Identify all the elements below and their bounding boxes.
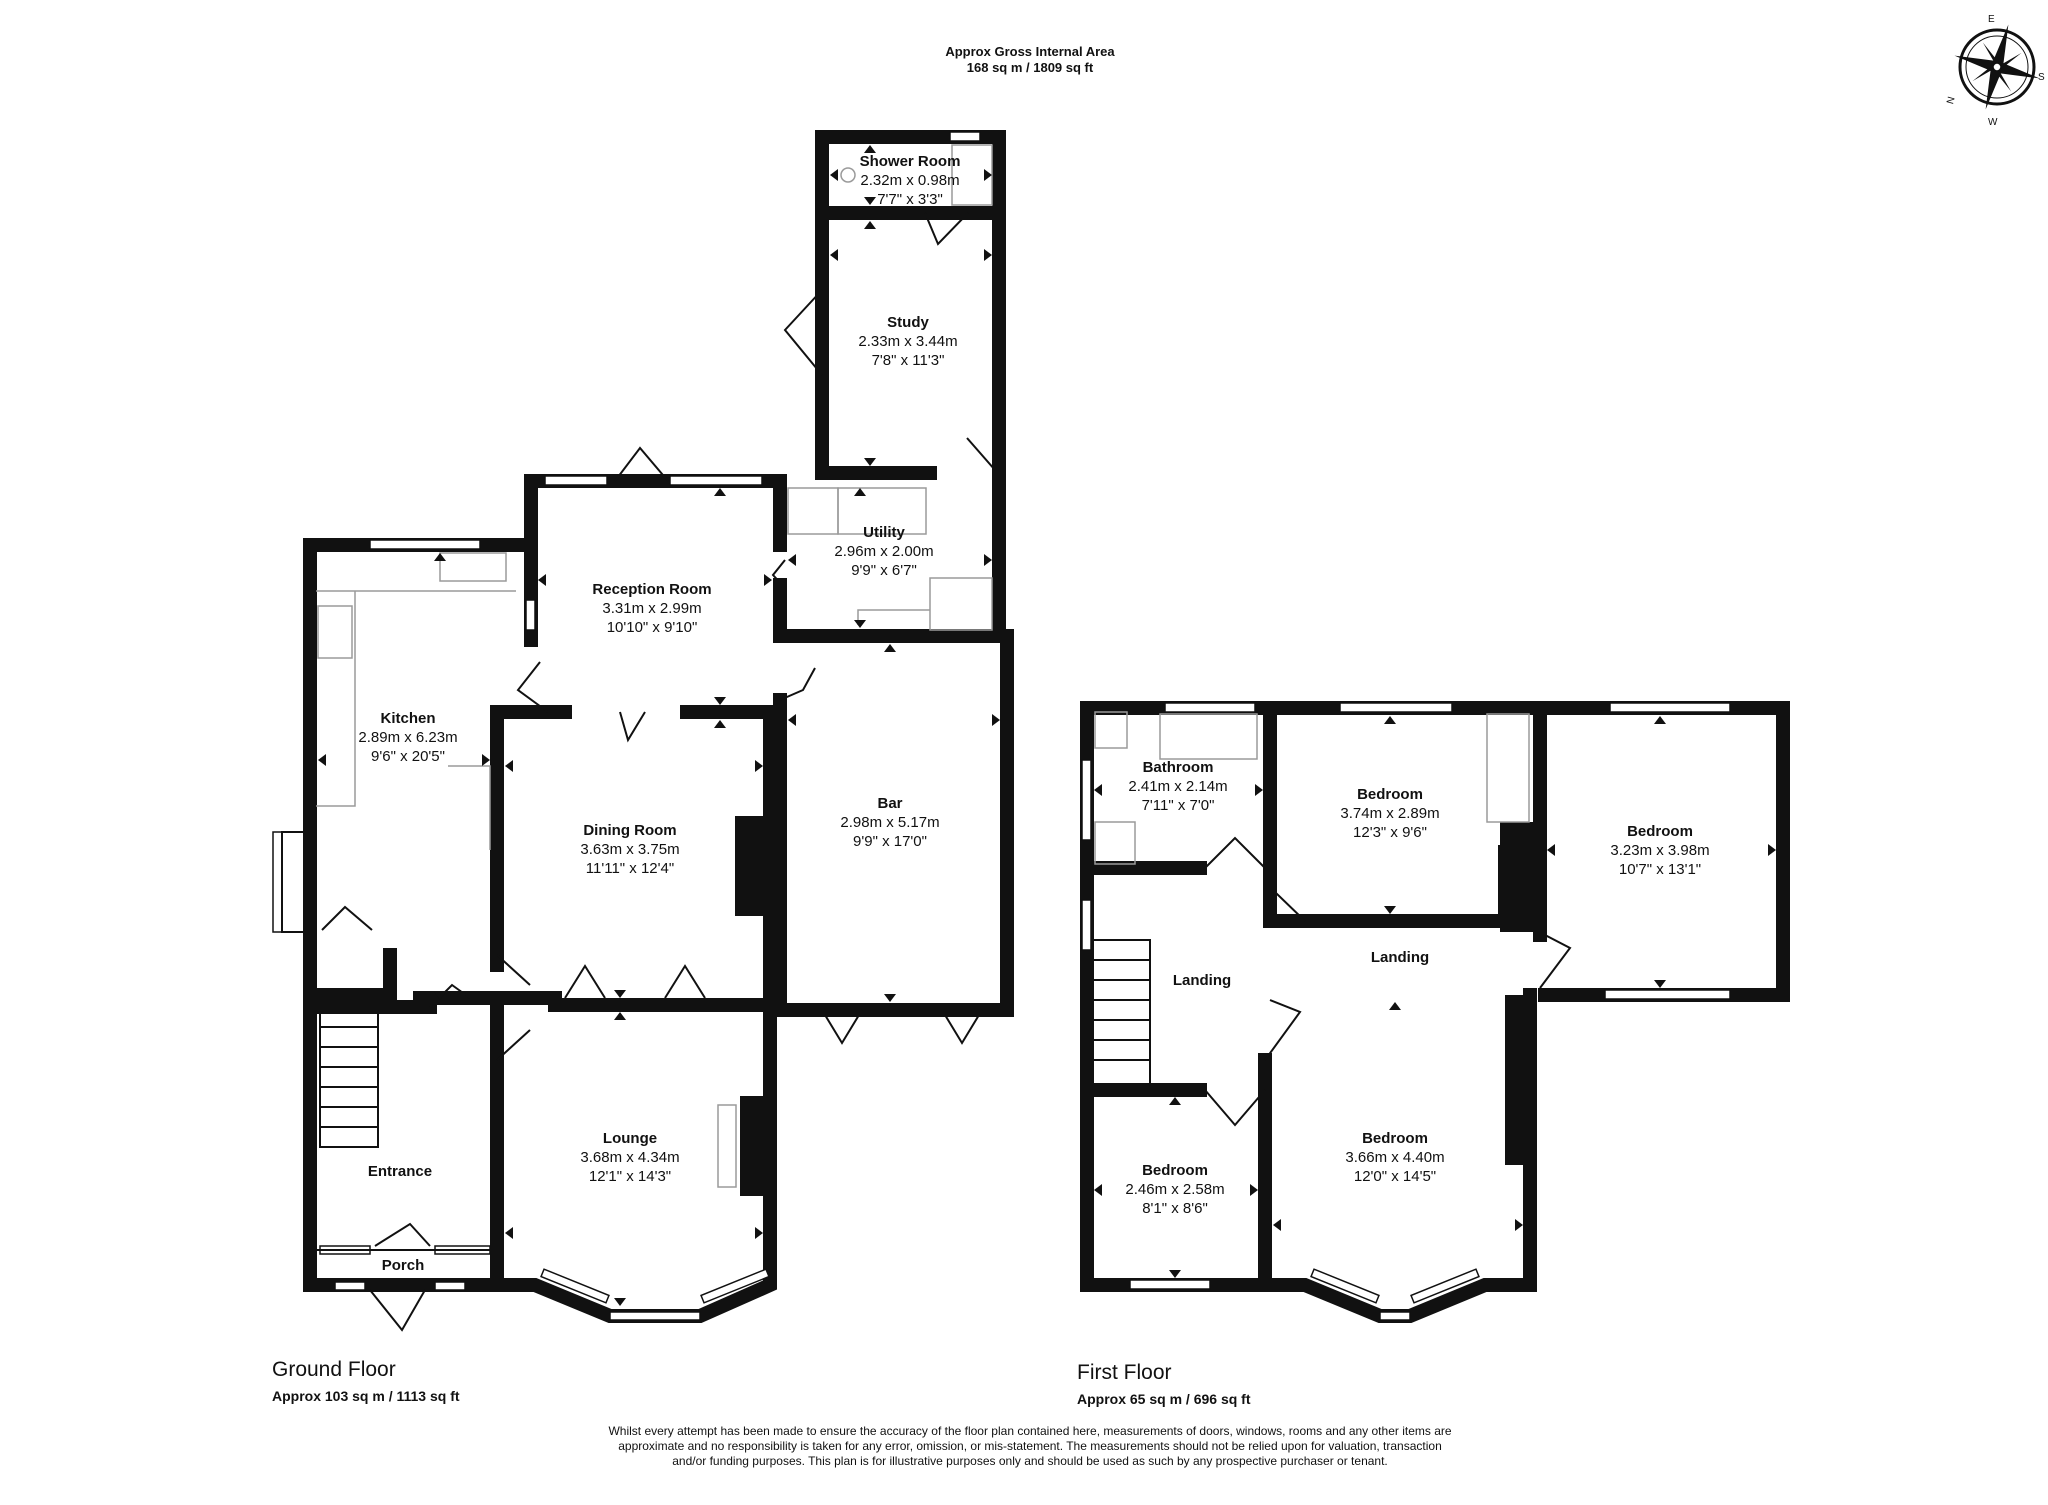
- room-name: Lounge: [603, 1130, 657, 1147]
- room-imperial: 10'10" x 9'10": [607, 619, 698, 636]
- room-imperial: 12'0" x 14'5": [1354, 1168, 1436, 1185]
- room-name: Reception Room: [592, 581, 711, 598]
- room-bar: Bar 2.98m x 5.17m 9'9" x 17'0": [840, 795, 939, 850]
- room-name: Bedroom: [1357, 786, 1423, 803]
- gross-area-header: Approx Gross Internal Area 168 sq m / 18…: [880, 44, 1180, 76]
- room-kitchen: Kitchen 2.89m x 6.23m 9'6" x 20'5": [358, 710, 457, 765]
- room-lounge: Lounge 3.68m x 4.34m 12'1" x 14'3": [580, 1130, 679, 1185]
- room-dining: Dining Room 3.63m x 3.75m 11'11" x 12'4": [580, 822, 679, 877]
- ground-floor-title: Ground Floor: [272, 1358, 396, 1381]
- room-shower-room: Shower Room 2.32m x 0.98m 7'7" x 3'3": [860, 153, 961, 208]
- room-imperial: 9'9" x 17'0": [853, 833, 927, 850]
- room-metric: 3.66m x 4.40m: [1345, 1149, 1444, 1166]
- room-bedroom-d: Bedroom 3.66m x 4.40m 12'0" x 14'5": [1345, 1130, 1444, 1185]
- room-metric: 2.89m x 6.23m: [358, 729, 457, 746]
- first-floor-title: First Floor: [1077, 1361, 1172, 1384]
- room-bedroom-b: Bedroom 3.23m x 3.98m 10'7" x 13'1": [1610, 823, 1709, 878]
- room-reception: Reception Room 3.31m x 2.99m 10'10" x 9'…: [592, 581, 711, 636]
- room-imperial: 12'3" x 9'6": [1353, 824, 1427, 841]
- room-metric: 2.46m x 2.58m: [1125, 1181, 1224, 1198]
- room-name: Landing: [1173, 972, 1231, 989]
- room-imperial: 11'11" x 12'4": [586, 860, 674, 877]
- disclaimer-text: Whilst every attempt has been made to en…: [608, 1424, 1452, 1468]
- compass-e: E: [1988, 14, 1995, 25]
- room-name: Shower Room: [860, 153, 961, 170]
- first-floor-area: Approx 65 sq m / 696 sq ft: [1077, 1391, 1251, 1407]
- room-landing-b: Landing: [1371, 949, 1429, 966]
- room-metric: 2.96m x 2.00m: [834, 543, 933, 560]
- room-porch: Porch: [382, 1257, 425, 1274]
- room-name: Study: [887, 314, 929, 331]
- room-name: Bedroom: [1142, 1162, 1208, 1179]
- room-name: Bedroom: [1627, 823, 1693, 840]
- room-imperial: 8'1" x 8'6": [1142, 1200, 1208, 1217]
- compass-s: S: [2038, 72, 2045, 83]
- room-utility: Utility 2.96m x 2.00m 9'9" x 6'7": [834, 524, 933, 579]
- room-name: Utility: [863, 524, 905, 541]
- room-imperial: 9'6" x 20'5": [371, 748, 445, 765]
- room-imperial: 10'7" x 13'1": [1619, 861, 1701, 878]
- room-name: Bedroom: [1362, 1130, 1428, 1147]
- ground-floor-plan: Shower Room 2.32m x 0.98m 7'7" x 3'3" St…: [272, 130, 1014, 1332]
- room-bathroom: Bathroom 2.41m x 2.14m 7'11" x 7'0": [1128, 759, 1227, 814]
- room-name: Dining Room: [583, 822, 676, 839]
- room-imperial: 7'11" x 7'0": [1142, 797, 1215, 814]
- room-metric: 3.31m x 2.99m: [602, 600, 701, 617]
- room-entrance: Entrance: [368, 1163, 432, 1180]
- room-metric: 3.23m x 3.98m: [1610, 842, 1709, 859]
- room-metric: 2.98m x 5.17m: [840, 814, 939, 831]
- compass-w: W: [1988, 117, 1998, 128]
- room-name: Porch: [382, 1257, 425, 1274]
- ground-floor-area: Approx 103 sq m / 1113 sq ft: [272, 1388, 460, 1404]
- room-bedroom-c: Bedroom 2.46m x 2.58m 8'1" x 8'6": [1125, 1162, 1224, 1217]
- room-metric: 2.41m x 2.14m: [1128, 778, 1227, 795]
- gross-area-value: 168 sq m / 1809 sq ft: [966, 60, 1094, 75]
- room-metric: 3.68m x 4.34m: [580, 1149, 679, 1166]
- room-metric: 2.32m x 0.98m: [860, 172, 959, 189]
- room-metric: 3.63m x 3.75m: [580, 841, 679, 858]
- room-imperial: 7'7" x 3'3": [877, 191, 943, 208]
- room-bedroom-a: Bedroom 3.74m x 2.89m 12'3" x 9'6": [1340, 786, 1439, 841]
- room-imperial: 12'1" x 14'3": [589, 1168, 671, 1185]
- first-floor-plan: Bathroom 2.41m x 2.14m 7'11" x 7'0" Bedr…: [1080, 701, 1790, 1323]
- room-name: Bathroom: [1143, 759, 1214, 776]
- room-metric: 3.74m x 2.89m: [1340, 805, 1439, 822]
- room-imperial: 7'8" x 11'3": [872, 352, 945, 369]
- room-name: Entrance: [368, 1163, 432, 1180]
- room-name: Kitchen: [380, 710, 435, 727]
- compass-n: N: [1945, 96, 1957, 106]
- room-name: Bar: [877, 795, 902, 812]
- gross-area-title: Approx Gross Internal Area: [945, 44, 1115, 59]
- room-metric: 2.33m x 3.44m: [858, 333, 957, 350]
- room-imperial: 9'9" x 6'7": [851, 562, 917, 579]
- room-study: Study 2.33m x 3.44m 7'8" x 11'3": [858, 314, 957, 369]
- room-landing-a: Landing: [1173, 972, 1231, 989]
- compass-icon: N E S W: [1945, 14, 2045, 128]
- room-name: Landing: [1371, 949, 1429, 966]
